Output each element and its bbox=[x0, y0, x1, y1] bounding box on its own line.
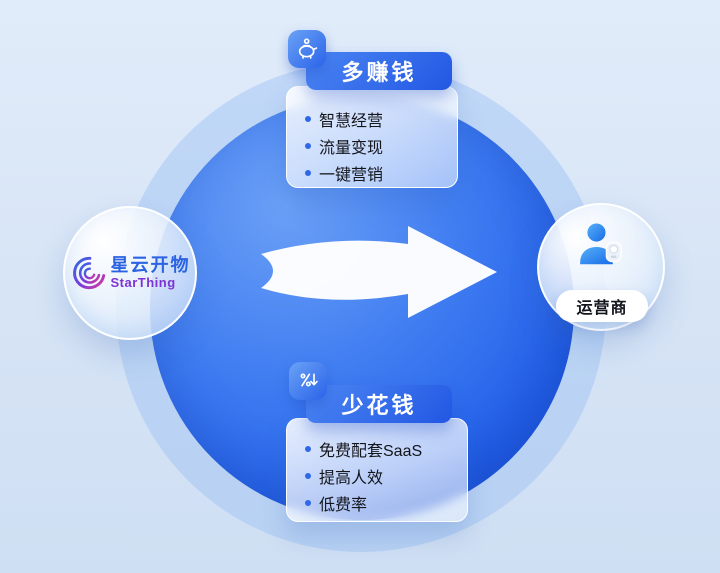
benefit-item: 免费配套SaaS bbox=[305, 435, 467, 462]
benefit-item-label: 提高人效 bbox=[319, 469, 384, 487]
benefit-item: 一键营销 bbox=[305, 159, 457, 186]
brand-text: 星云开物 StarThing bbox=[111, 255, 191, 291]
benefit-item-label: 一键营销 bbox=[319, 166, 384, 184]
starthing-swirl-logo-icon bbox=[72, 256, 105, 290]
benefit-item: 智慧经营 bbox=[305, 105, 457, 132]
bullet-dot bbox=[305, 115, 311, 122]
benefit-item-label: 免费配套SaaS bbox=[319, 442, 423, 460]
earn-title-pill: 多赚钱 bbox=[306, 52, 452, 90]
save-title-pill: 少花钱 bbox=[306, 385, 452, 423]
discount-down-arrow-icon bbox=[289, 362, 327, 400]
brand-name-cn: 星云开物 bbox=[110, 255, 191, 276]
benefit-item-label: 低费率 bbox=[319, 496, 368, 514]
bullet-dot bbox=[305, 472, 311, 479]
bullet-dot bbox=[305, 142, 311, 149]
brand-lockup: 星云开物 StarThing bbox=[70, 252, 191, 294]
bullet-dot bbox=[305, 445, 311, 452]
save-benefit-card: 免费配套SaaS 提高人效 低费率 bbox=[286, 418, 468, 522]
piggy-bank-icon bbox=[288, 30, 326, 68]
benefit-item-label: 流量变现 bbox=[319, 139, 384, 157]
benefit-item-label: 智慧经营 bbox=[319, 112, 384, 130]
brand-circle: 星云开物 StarThing bbox=[63, 206, 197, 340]
bullet-dot bbox=[305, 169, 311, 176]
benefit-item: 流量变现 bbox=[305, 132, 457, 159]
brand-name-en: StarThing bbox=[110, 274, 176, 290]
operator-person-icon bbox=[580, 223, 622, 265]
operator-label: 运营商 bbox=[556, 290, 648, 322]
flow-arrow-icon bbox=[261, 226, 497, 318]
benefit-item: 低费率 bbox=[305, 489, 467, 516]
earn-benefit-card: 智慧经营 流量变现 一键营销 bbox=[286, 86, 458, 188]
benefit-item: 提高人效 bbox=[305, 462, 467, 489]
bullet-dot bbox=[305, 499, 311, 506]
